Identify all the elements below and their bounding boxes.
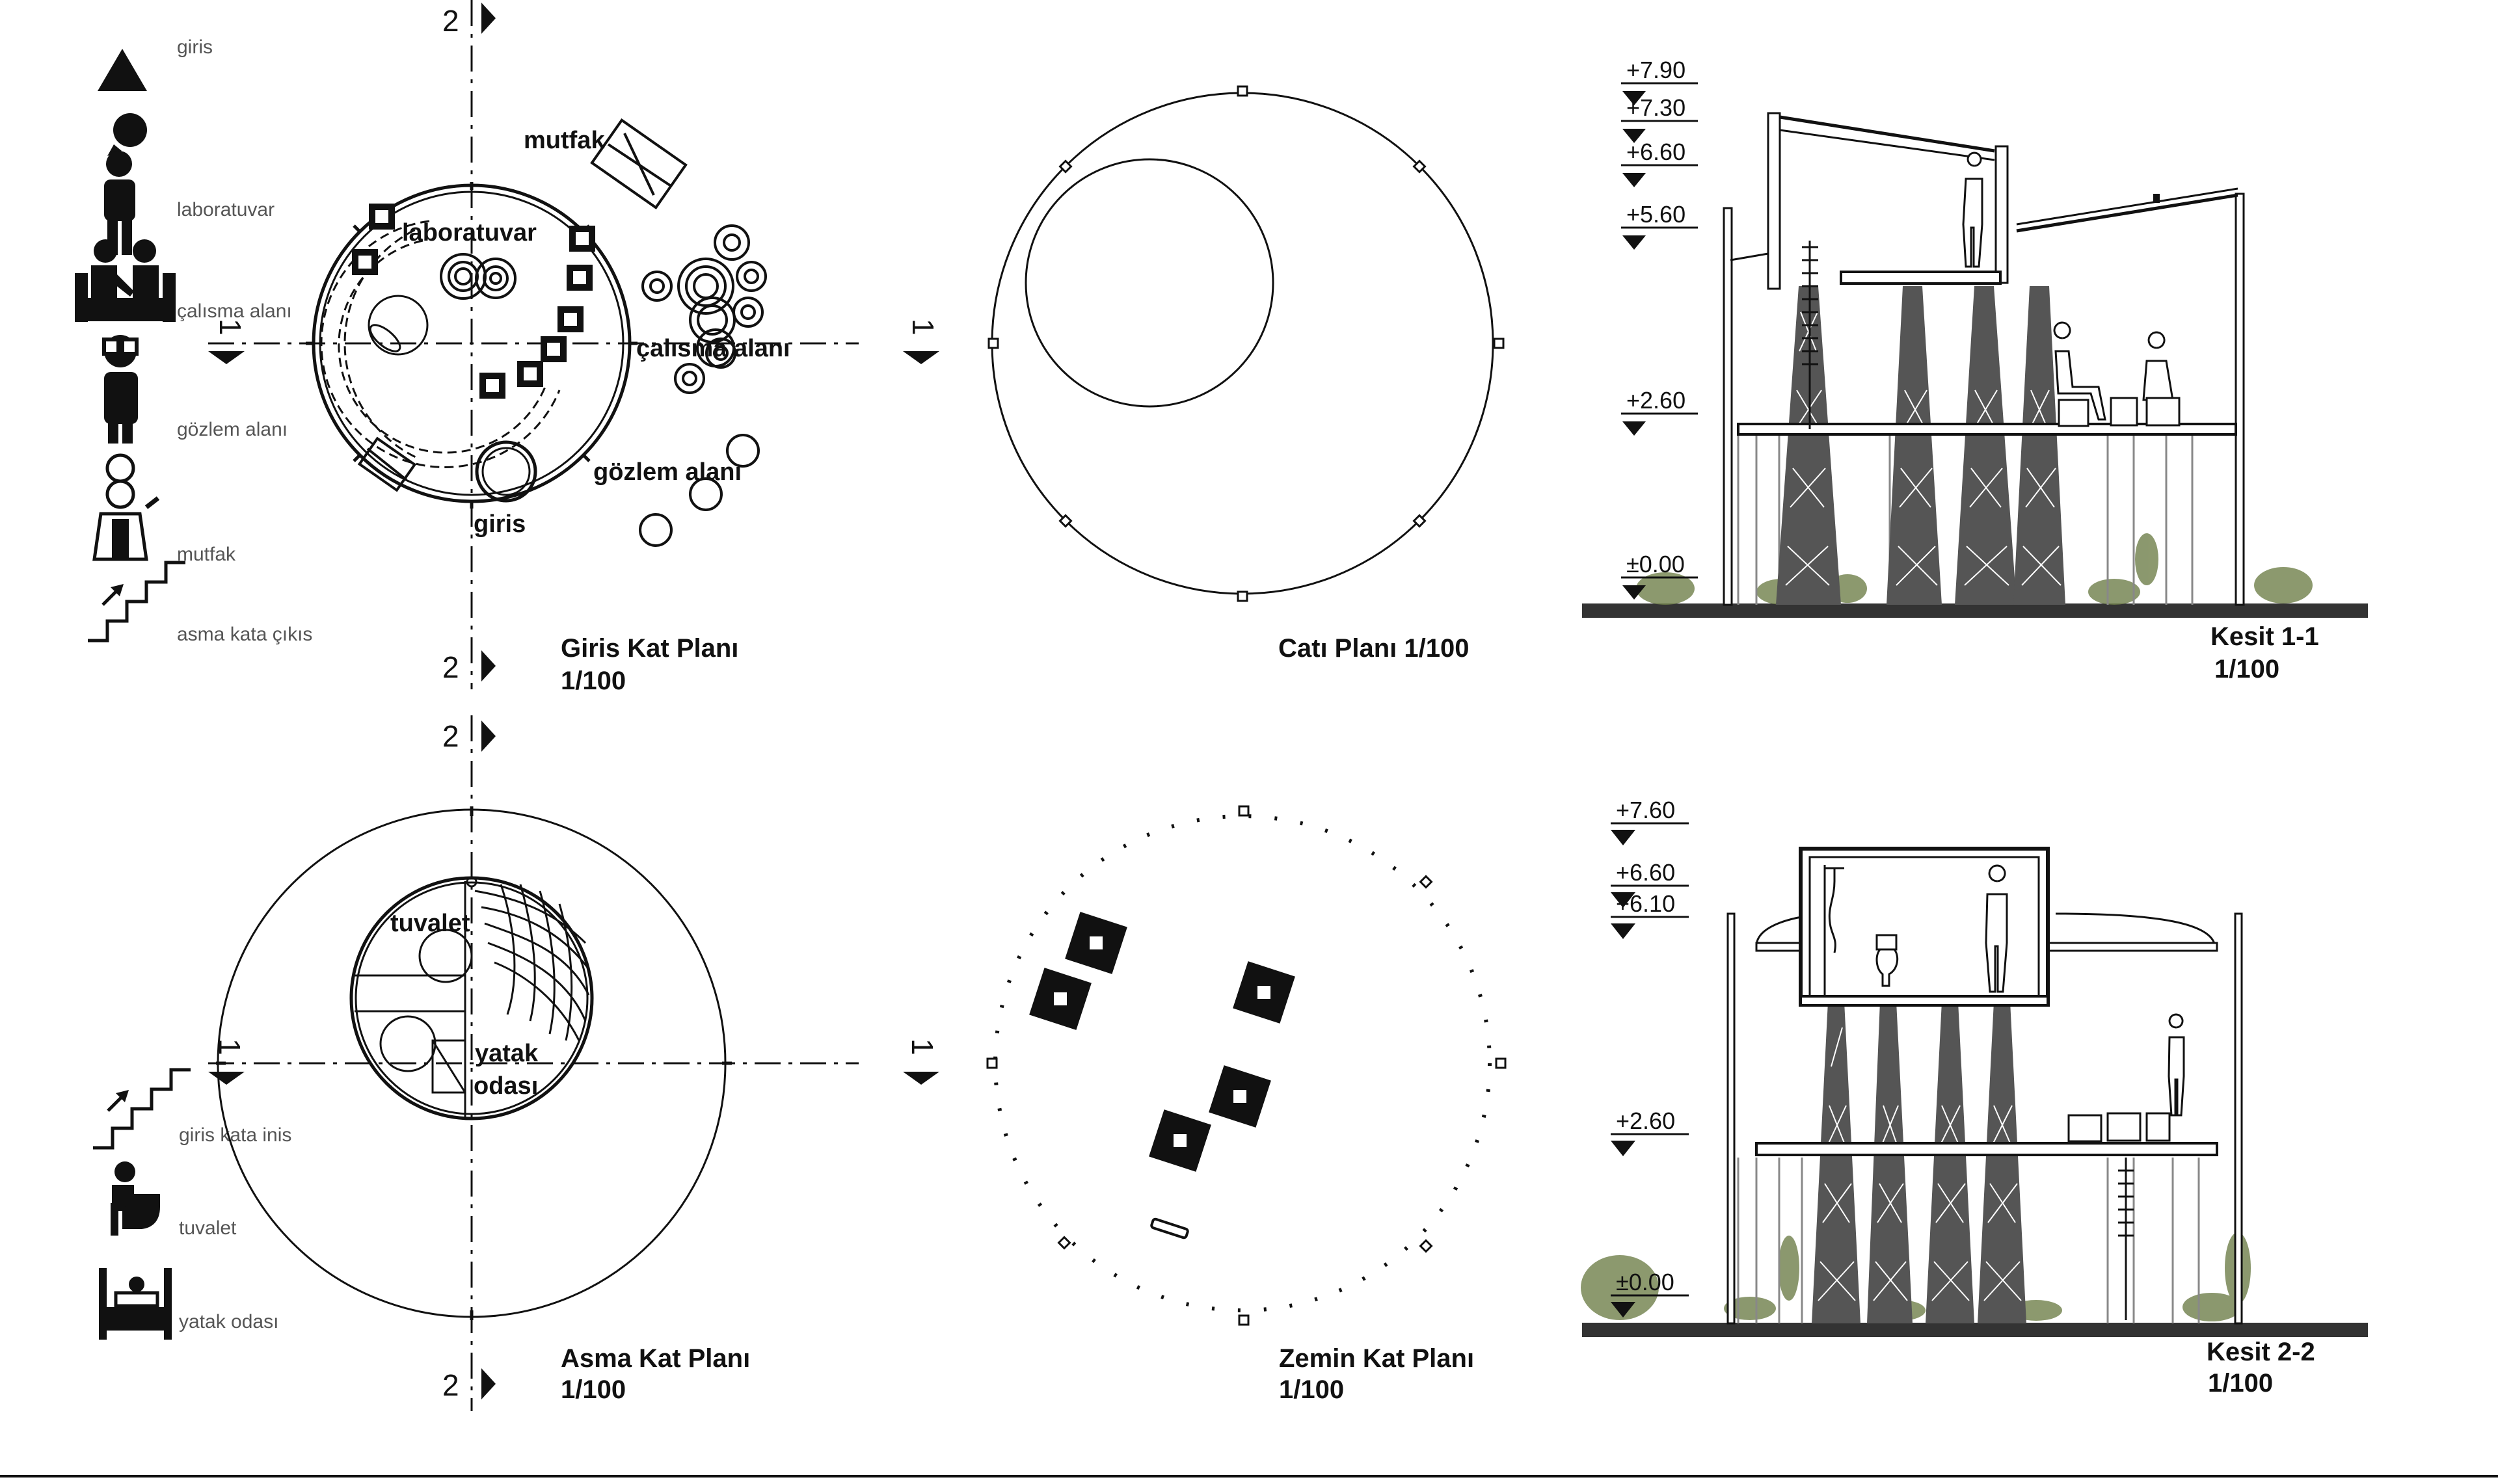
pylon-footprints (1029, 912, 1295, 1172)
bed-icon (99, 1268, 172, 1340)
legend-top: giris laboratuvar çalısma alanı (75, 36, 312, 645)
caption-asma-title: Asma Kat Planı (561, 1344, 750, 1373)
person-binoculars-icon (102, 335, 139, 444)
asma-kat-plani: tuvalet yatak odası 2 2 1 1 Asma Kat Pla… (208, 715, 939, 1411)
legend-label-tuvalet: tuvalet (179, 1217, 237, 1239)
level-2-2-7-60: +7.60 (1616, 797, 1675, 823)
caption-kesit-1-1-scale: 1/100 (2214, 655, 2279, 683)
caption-zemin-title: Zemin Kat Planı (1279, 1344, 1474, 1373)
legend-label-mutfak: mutfak (177, 544, 236, 565)
section-mark-1-right: 1 (906, 319, 940, 336)
caption-giris-title: Giris Kat Planı (561, 634, 738, 663)
room-yatak-2: odası (474, 1072, 538, 1100)
kesit-1-1: +7.90 +7.30 +6.60 +5.60 +2.60 ±0.00 Kesi… (1582, 57, 2368, 683)
entrance-triangle-icon (98, 49, 147, 91)
stairs-up-icon (88, 561, 185, 643)
giris-kat-plani: 2 2 1 1 mutfak laboratuvar çalısma alanı… (208, 0, 940, 695)
toilet-icon (111, 1161, 160, 1236)
section-mark-1-asma-left: 1 (213, 1039, 247, 1055)
caption-asma-scale: 1/100 (561, 1375, 626, 1404)
stairs-down-icon (93, 1068, 191, 1150)
level-2-2-0-00: ±0.00 (1616, 1269, 1674, 1295)
level-1-1-7-30: +7.30 (1626, 94, 1685, 121)
legend-label-laboratuvar: laboratuvar (177, 199, 275, 220)
level-1-1-2-60: +2.60 (1626, 387, 1685, 414)
levels-kesit-2-2: +7.60 +6.60 +6.10 +2.60 ±0.00 (1611, 797, 1689, 1318)
legend-label-giris: giris (177, 36, 213, 58)
section-mark-2-bottom: 2 (442, 650, 459, 684)
person-thinking-icon (104, 113, 147, 255)
section-mark-1-asma-right: 1 (906, 1039, 939, 1055)
zemin-kat-plani: Zemin Kat Planı 1/100 (986, 805, 1507, 1404)
room-calisma: çalısma alanı (636, 335, 790, 362)
levels-kesit-1-1: +7.90 +7.30 +6.60 +5.60 +2.60 ±0.00 (1621, 57, 1698, 600)
level-1-1-6-60: +6.60 (1626, 139, 1685, 165)
level-2-2-2-60: +2.60 (1616, 1107, 1675, 1134)
caption-zemin-scale: 1/100 (1279, 1375, 1344, 1404)
section-mark-2-asma-top: 2 (442, 719, 459, 753)
room-gozlem: gözlem alanı (593, 458, 742, 486)
section-mark-2-top: 2 (442, 4, 459, 38)
room-giris: giris (474, 510, 526, 538)
legend-label-asma-cikis: asma kata çıkıs (177, 624, 312, 645)
legend-label-inis: giris kata inis (179, 1124, 291, 1146)
caption-kesit-2-2-title: Kesit 2-2 (2207, 1338, 2315, 1366)
room-yatak-1: yatak (475, 1040, 539, 1067)
level-1-1-7-90: +7.90 (1626, 57, 1685, 83)
room-laboratuvar: laboratuvar (402, 219, 537, 246)
cati-plani: Catı Planı 1/100 (987, 85, 1505, 663)
kesit-2-2: +7.60 +6.60 +6.10 +2.60 ±0.00 Kesit 2-2 … (1581, 797, 2368, 1398)
room-tuvalet: tuvalet (390, 910, 470, 937)
chef-icon (92, 453, 160, 561)
caption-giris-scale: 1/100 (561, 667, 626, 695)
legend-label-calisma: çalısma alanı (177, 300, 292, 322)
level-1-1-5-60: +5.60 (1626, 201, 1685, 228)
level-1-1-0-00: ±0.00 (1626, 551, 1685, 577)
caption-kesit-1-1-title: Kesit 1-1 (2210, 622, 2319, 651)
legend-bottom: giris kata inis tuvalet yatak odası (93, 1068, 291, 1340)
level-2-2-6-60: +6.60 (1616, 859, 1675, 886)
room-mutfak: mutfak (524, 127, 605, 154)
level-2-2-6-10: +6.10 (1616, 890, 1675, 917)
caption-cati-title: Catı Planı 1/100 (1278, 634, 1469, 663)
people-sitting-icon (75, 239, 176, 322)
legend-label-yatak: yatak odası (179, 1311, 278, 1332)
caption-kesit-2-2-scale: 1/100 (2208, 1369, 2273, 1398)
legend-label-gozlem: gözlem alanı (177, 419, 288, 440)
section-mark-1-left: 1 (213, 319, 247, 336)
section-mark-2-asma-bottom: 2 (442, 1368, 459, 1402)
